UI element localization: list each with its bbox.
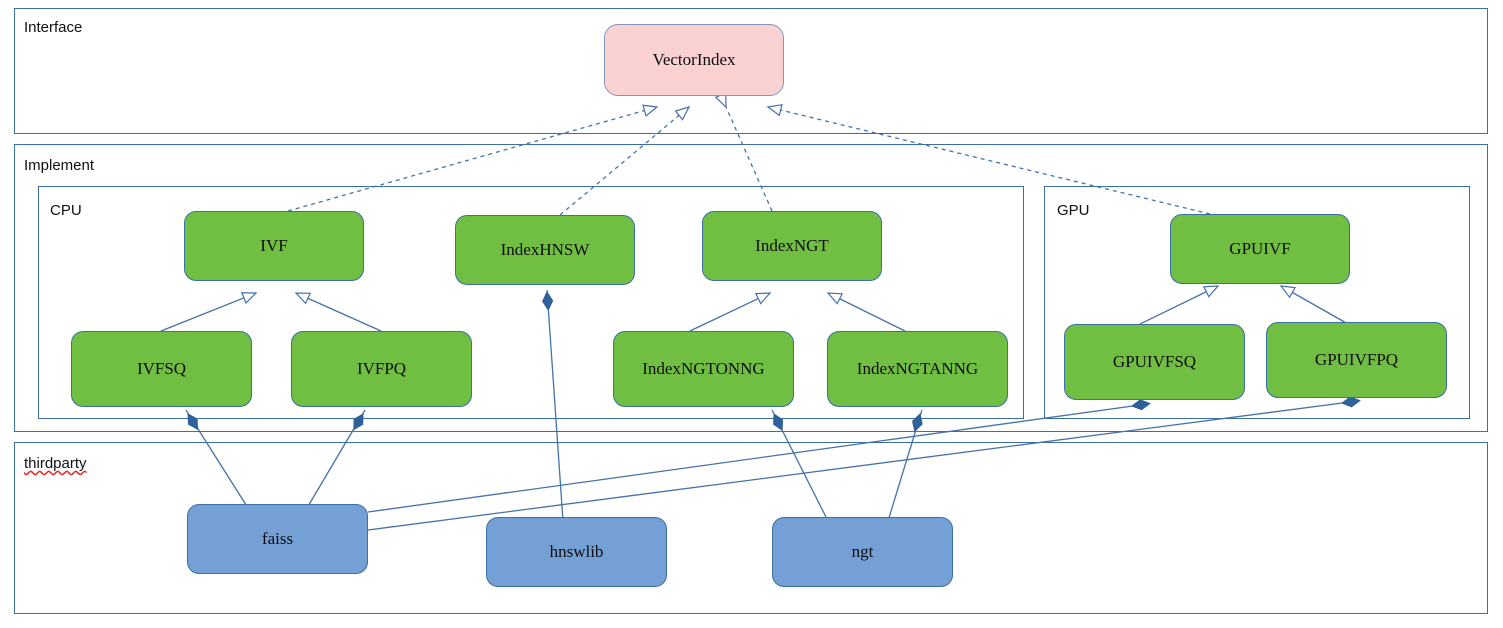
node-indexngtonng[interactable]: IndexNGTONNG xyxy=(613,331,794,407)
package-implement-label: Implement xyxy=(24,157,95,174)
node-faiss[interactable]: faiss xyxy=(187,504,368,574)
node-ivfsq[interactable]: IVFSQ xyxy=(71,331,252,407)
package-interface-label: Interface xyxy=(24,19,83,36)
node-ivf[interactable]: IVF xyxy=(184,211,364,281)
node-ngt[interactable]: ngt xyxy=(772,517,953,587)
node-vectorindex[interactable]: VectorIndex xyxy=(604,24,784,96)
node-gpuivfsq[interactable]: GPUIVFSQ xyxy=(1064,324,1245,400)
node-ivfpq[interactable]: IVFPQ xyxy=(291,331,472,407)
node-hnswlib[interactable]: hnswlib xyxy=(486,517,667,587)
node-indexngt[interactable]: IndexNGT xyxy=(702,211,882,281)
node-indexhnsw[interactable]: IndexHNSW xyxy=(455,215,635,285)
package-cpu-label: CPU xyxy=(50,202,82,219)
package-gpu-label: GPU xyxy=(1057,202,1090,219)
node-indexngtanng[interactable]: IndexNGTANNG xyxy=(827,331,1008,407)
node-gpuivfpq[interactable]: GPUIVFPQ xyxy=(1266,322,1447,398)
node-gpuivf[interactable]: GPUIVF xyxy=(1170,214,1350,284)
package-thirdparty-label: thirdparty xyxy=(24,455,87,472)
